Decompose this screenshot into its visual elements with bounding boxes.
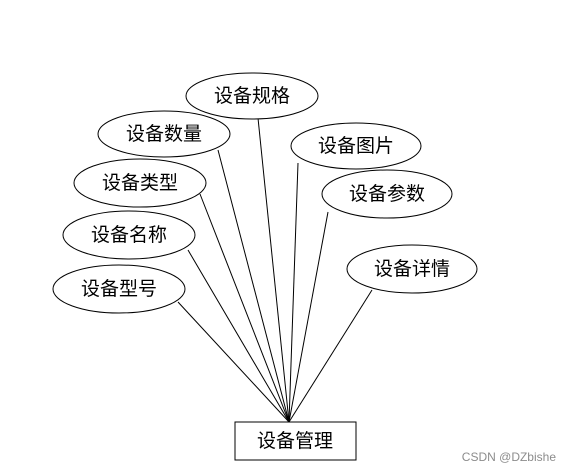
edge-details: [288, 289, 373, 423]
edge-model: [177, 301, 290, 423]
attribute-name-label: 设备名称: [91, 224, 167, 246]
attribute-type: 设备类型: [73, 158, 207, 208]
attribute-spec: 设备规格: [185, 72, 319, 120]
edge-name: [187, 249, 290, 423]
attribute-params: 设备参数: [321, 169, 453, 219]
attribute-image-label: 设备图片: [318, 135, 394, 157]
attribute-params-label: 设备参数: [349, 183, 425, 205]
attribute-spec-label: 设备规格: [214, 85, 290, 107]
attribute-name: 设备名称: [62, 210, 196, 260]
attribute-details: 设备详情: [346, 244, 478, 294]
attribute-model-label: 设备型号: [81, 278, 157, 300]
edge-quantity: [217, 149, 290, 423]
attribute-quantity-label: 设备数量: [126, 123, 202, 145]
attribute-model: 设备型号: [52, 264, 186, 314]
attribute-details-label: 设备详情: [374, 258, 450, 280]
attribute-image: 设备图片: [290, 122, 422, 170]
edge-params: [288, 211, 329, 423]
edge-spec: [257, 117, 290, 423]
edge-type: [199, 193, 290, 423]
entity-label: 设备管理: [257, 430, 333, 452]
edge-image: [288, 162, 299, 423]
attribute-type-label: 设备类型: [102, 172, 178, 194]
attribute-quantity: 设备数量: [97, 110, 231, 158]
entity-device-management: 设备管理: [234, 421, 357, 461]
watermark: CSDN @DZbishe: [461, 450, 556, 464]
edges: [177, 117, 373, 423]
